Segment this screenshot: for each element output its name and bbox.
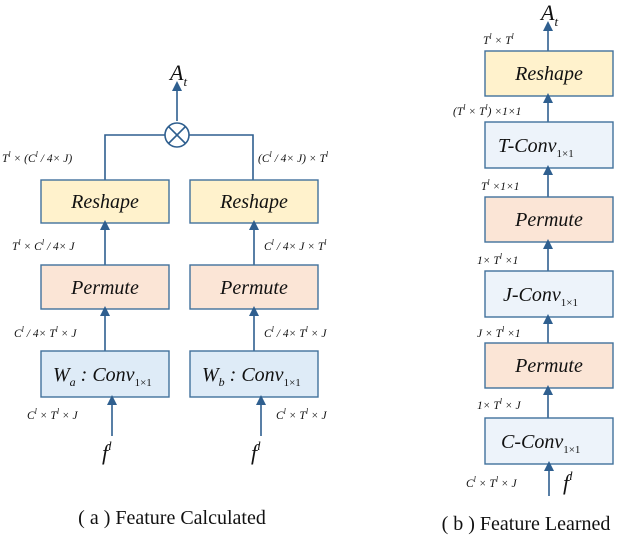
permute-box-right: Permute <box>189 264 319 310</box>
dim-left-reshape: Tl × Cl / 4× J <box>12 238 75 253</box>
svg-text:Reshape: Reshape <box>514 63 583 85</box>
output-label-a: At <box>168 60 187 89</box>
c-conv-box: C-Conv1×1 <box>484 417 614 465</box>
panel-a: At Tl × (Cl / 4× J) (Cl / 4× J) × Tl Res… <box>2 60 329 529</box>
svg-text:Permute: Permute <box>70 277 139 299</box>
conv-box-left: Wa : Conv1×1 <box>40 350 170 398</box>
dim-reshape-in: (Tl × Tl) ×1×1 <box>453 103 521 118</box>
dim-left-input: Cl × Tl × J <box>27 407 79 422</box>
dim-tconv-in: Tl ×1×1 <box>481 178 520 193</box>
caption-b: ( b ) Feature Learned <box>442 513 611 535</box>
svg-text:Permute: Permute <box>219 277 288 299</box>
dim-permute-top-in: 1× Tl ×1 <box>477 252 518 267</box>
permute-box-left: Permute <box>40 264 170 310</box>
output-label-b: At <box>539 0 558 29</box>
multiply-node <box>164 122 190 148</box>
input-label-left: fl <box>102 438 112 465</box>
dim-input-b: Cl × Tl × J <box>466 475 518 490</box>
input-label-right: fl <box>251 438 261 465</box>
dim-right-input: Cl × Tl × J <box>276 407 328 422</box>
dim-right-reshape: Cl / 4× J × Tl <box>264 238 327 253</box>
dim-left-top: Tl × (Cl / 4× J) <box>2 150 72 165</box>
t-conv-box: T-Conv1×1 <box>484 121 614 169</box>
panel-b: At Tl × Tl Reshape (Tl × Tl) ×1×1 T-Conv… <box>442 0 614 535</box>
reshape-box-b: Reshape <box>484 50 614 97</box>
dim-right-top: (Cl / 4× J) × Tl <box>258 150 329 165</box>
conv-box-right: Wb : Conv1×1 <box>189 350 319 398</box>
dim-out: Tl × Tl <box>483 32 515 47</box>
dim-right-permute: Cl / 4× Tl × J <box>264 325 327 340</box>
reshape-box-left: Reshape <box>40 179 170 224</box>
reshape-box-right: Reshape <box>189 179 319 224</box>
svg-text:Permute: Permute <box>514 355 583 377</box>
dim-jconv-in: J × Tl ×1 <box>477 325 521 340</box>
j-conv-box: J-Conv1×1 <box>484 270 614 318</box>
caption-a: ( a ) Feature Calculated <box>78 507 266 529</box>
dim-left-permute: Cl / 4× Tl × J <box>14 325 77 340</box>
svg-text:Permute: Permute <box>514 209 583 231</box>
permute-box-b-bottom: Permute <box>484 342 614 389</box>
svg-text:Reshape: Reshape <box>219 191 288 213</box>
svg-text:Reshape: Reshape <box>70 191 139 213</box>
permute-box-b-top: Permute <box>484 196 614 243</box>
dim-permute-bottom-in: 1× Tl × J <box>477 397 522 412</box>
input-label-b: fl <box>563 468 573 495</box>
